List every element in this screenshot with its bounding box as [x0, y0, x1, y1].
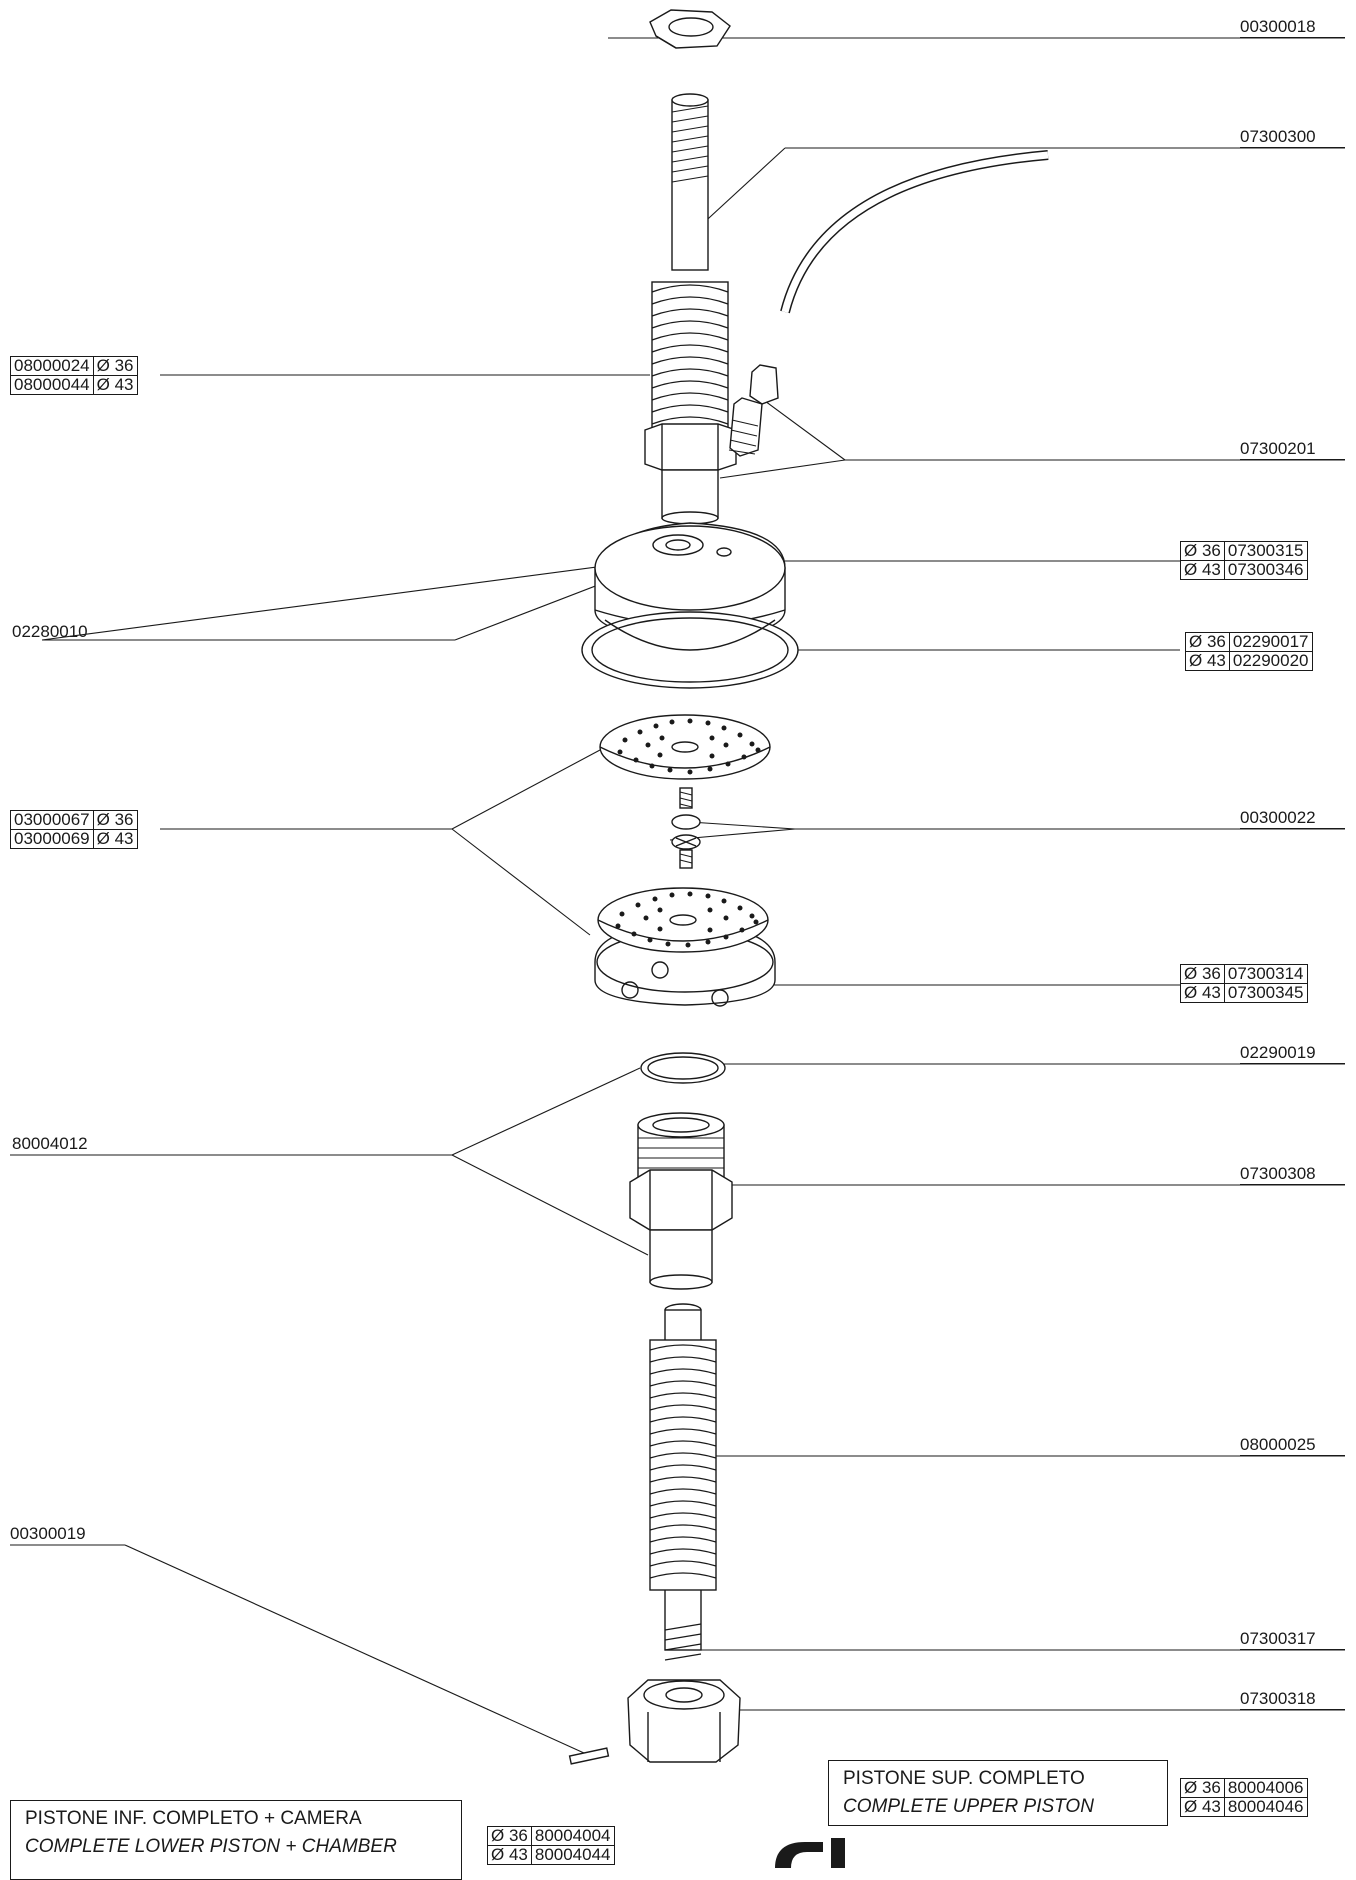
- cell-code: 02290017: [1228, 632, 1313, 652]
- cell-code: 08000044: [10, 375, 94, 395]
- piston-rod: [671, 93, 709, 271]
- lower-piston-title-it: PISTONE INF. COMPLETO + CAMERA: [25, 1808, 362, 1829]
- hose-fitting: [728, 364, 779, 457]
- small-o-ring: [640, 1052, 726, 1084]
- water-hose: [780, 150, 1049, 314]
- cell-code: 80004044: [530, 1845, 615, 1865]
- screws: [671, 787, 701, 869]
- cell-code: 80004006: [1223, 1778, 1308, 1798]
- piston-cap: [594, 522, 786, 641]
- grub-screw: [568, 1747, 610, 1765]
- label-00300022: 00300022: [1240, 808, 1345, 829]
- cell-diameter: Ø 36: [487, 1826, 532, 1846]
- cell-code: 07300315: [1223, 541, 1308, 561]
- leader-lines: [10, 37, 1345, 1759]
- upper-piston-title-en: COMPLETE UPPER PISTON: [843, 1796, 1094, 1817]
- cell-code: 03000069: [10, 829, 94, 849]
- upper-piston-assembly-box: PISTONE SUP. COMPLETO COMPLETE UPPER PIS…: [828, 1760, 1168, 1826]
- cell-diameter: Ø 43: [92, 375, 138, 395]
- cell-code: 80004004: [530, 1826, 615, 1846]
- label-02280010: 02280010: [12, 622, 88, 641]
- cell-diameter: Ø 36: [1180, 964, 1225, 984]
- spring-housing-nut: [644, 423, 737, 525]
- cell-diameter: Ø 43: [1180, 983, 1225, 1003]
- cell-code: 07300346: [1223, 560, 1308, 580]
- label-00300018: 00300018: [1240, 17, 1345, 38]
- cell-diameter: Ø 36: [1180, 1778, 1225, 1798]
- cell-code: 07300345: [1223, 983, 1308, 1003]
- cell-code: 80004046: [1223, 1797, 1308, 1817]
- upper-shower-screen: [599, 714, 771, 780]
- hex-nut-top: [649, 9, 731, 49]
- lower-spring: [649, 1303, 717, 1661]
- cell-code: 03000067: [10, 810, 94, 830]
- cell-diameter: Ø 43: [487, 1845, 532, 1865]
- lower-piston-title-en: COMPLETE LOWER PISTON + CHAMBER: [25, 1836, 397, 1857]
- cell-diameter: Ø 36: [92, 810, 138, 830]
- label-00300019: 00300019: [10, 1524, 86, 1543]
- label-07300308: 07300308: [1240, 1164, 1345, 1185]
- upper-spring: [651, 281, 729, 445]
- lower-piston-assembly-box: PISTONE INF. COMPLETO + CAMERA COMPLETE …: [10, 1800, 462, 1880]
- cell-diameter: Ø 43: [1180, 1797, 1225, 1817]
- lower-shower-screen: [594, 887, 776, 1007]
- cell-diameter: Ø 36: [1180, 541, 1225, 561]
- label-07300317: 07300317: [1240, 1629, 1345, 1650]
- cell-diameter: Ø 43: [92, 829, 138, 849]
- brand-logo: [775, 1838, 845, 1868]
- label-08000025: 08000025: [1240, 1435, 1345, 1456]
- bottom-nut: [627, 1679, 741, 1763]
- cell-diameter: Ø 36: [92, 356, 138, 376]
- label-07300201: 07300201: [1240, 439, 1345, 460]
- upper-piston-title-it: PISTONE SUP. COMPLETO: [843, 1768, 1085, 1789]
- chamber-body: [629, 1112, 733, 1290]
- label-07300300: 07300300: [1240, 127, 1345, 148]
- cell-diameter: Ø 43: [1185, 651, 1230, 671]
- label-80004012: 80004012: [12, 1134, 88, 1153]
- cell-diameter: Ø 43: [1180, 560, 1225, 580]
- label-02290019: 02290019: [1240, 1043, 1345, 1064]
- cell-code: 08000024: [10, 356, 94, 376]
- cell-code: 07300314: [1223, 964, 1308, 984]
- cell-diameter: Ø 36: [1185, 632, 1230, 652]
- cell-code: 02290020: [1228, 651, 1313, 671]
- label-07300318: 07300318: [1240, 1689, 1345, 1710]
- large-o-ring: [581, 611, 799, 689]
